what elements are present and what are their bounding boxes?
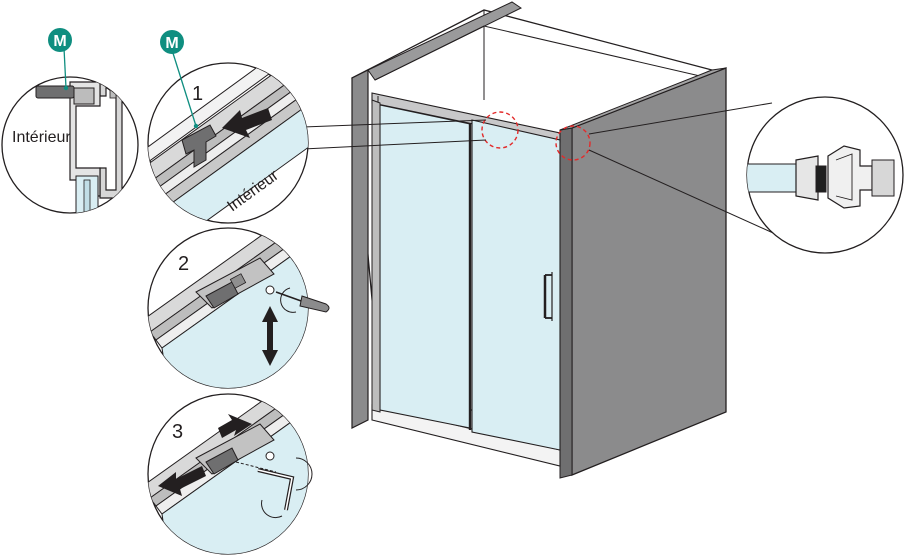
callout-mark-rail [481,111,519,149]
badge-m-left-text: M [53,33,66,50]
door-handle [543,272,553,321]
fixed-glass-panel [379,104,471,429]
interior-label-left: Intérieur [12,129,71,146]
screwdriver-icon [275,287,330,313]
step-1-detail-circle: 1 Intérieur M [147,30,309,224]
right-wall [571,67,727,476]
sliding-glass-panel [471,119,561,451]
step-1-number: 1 [192,83,203,105]
slide-arrow-left [158,466,206,496]
step-2-detail-circle: 2 [147,227,330,389]
step-3-number: 3 [172,421,183,443]
push-arrow [222,108,272,138]
callout-leaders [302,102,783,238]
badge-m-step1 [160,30,184,54]
badge-m-left [48,28,72,52]
left-wall [351,69,369,429]
hex-key-icon [235,457,313,519]
seal-glass [747,163,801,193]
seal-detail-circle [746,96,904,254]
bar-m [35,85,75,99]
adjust-up-down-arrow [262,306,278,366]
callout-mark-wall [555,125,591,161]
magnet-strip [815,165,827,193]
step-2-number: 2 [178,253,189,275]
step-3-detail-circle: 3 [147,393,313,555]
badge-m-step1-text: M [165,35,178,52]
shower-enclosure [351,1,727,479]
slide-arrow-right [218,414,252,438]
profile-detail-circle: Intérieur M [1,28,139,214]
